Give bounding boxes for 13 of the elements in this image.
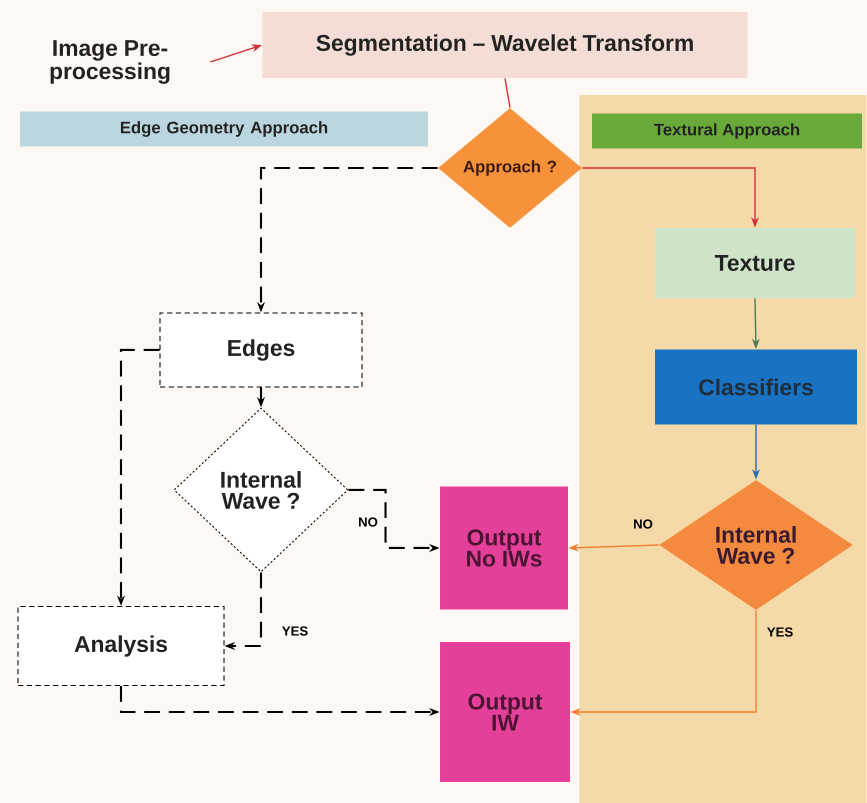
edge-label: YES [282,626,308,636]
step-label: Image Pre-processing [50,40,170,84]
process-box: Classifiers [655,350,857,424]
section-header: Edge Geometry Approach [20,112,428,146]
edge-label: NO [634,519,652,529]
output-box: Output No IWs [440,486,568,610]
process-box: Edges [159,312,363,388]
edge-label: NO [359,517,378,527]
edge-label: YES [767,627,793,637]
process-box: Texture [655,228,855,298]
process-box: Analysis [17,606,225,686]
process-box: Segmentation – Wavelet Transform [262,12,748,78]
output-box: Output IW [440,642,570,782]
